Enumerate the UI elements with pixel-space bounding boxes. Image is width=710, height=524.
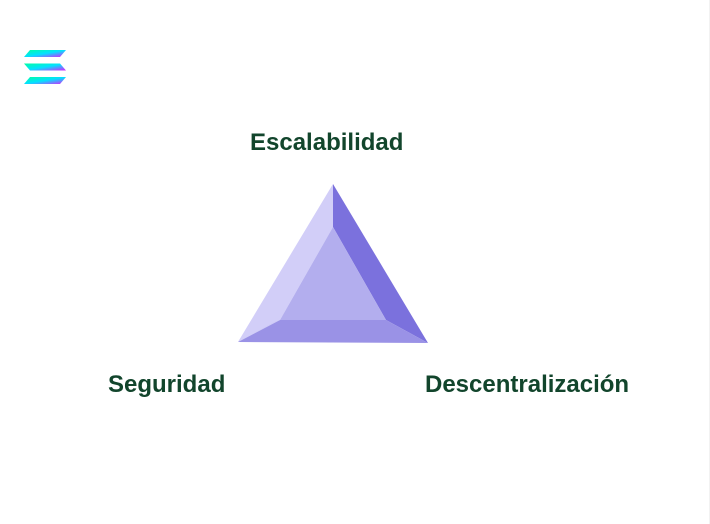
label-seguridad: Seguridad [108, 371, 226, 398]
blockchain-trilemma-triangle [238, 184, 428, 343]
solana-logo-icon [24, 50, 66, 84]
label-escalabilidad: Escalabilidad [250, 129, 404, 156]
label-descentralizacion: Descentralización [425, 371, 630, 398]
